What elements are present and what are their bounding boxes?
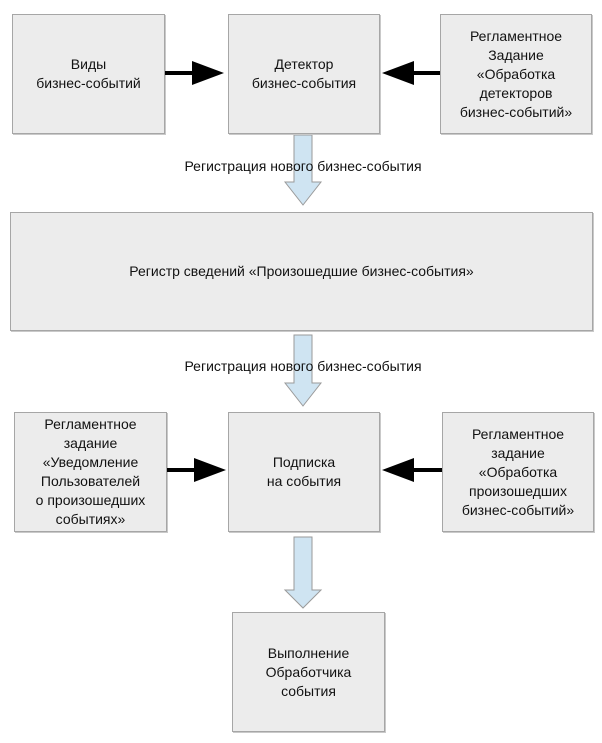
node-handler-text: Выполнение Обработчика события <box>265 644 352 699</box>
node-event-types-text: Виды бизнес-событий <box>36 56 141 91</box>
node-subscription-text: Подписка на события <box>266 454 342 489</box>
block-arrow-subscription-to-handler <box>283 536 323 609</box>
node-process-job-text: Регламентное задание «Обработка произоше… <box>461 425 575 518</box>
node-register: Регистр сведений «Произошедшие бизнес-со… <box>10 212 593 331</box>
arrow-event-types-to-detector <box>165 61 224 85</box>
node-process-job: Регламентное задание «Обработка произоше… <box>442 412 594 532</box>
node-event-types: Виды бизнес-событий <box>12 14 165 134</box>
edge-label-register-new-2: Регистрация нового бизнес-события <box>184 358 422 374</box>
edge-label-register-new-1: Регистрация нового бизнес-события <box>184 158 422 174</box>
node-detector-text: Детектор бизнес-события <box>251 56 357 91</box>
arrow-notify-job-to-subscription <box>167 458 226 482</box>
node-handler: Выполнение Обработчика события <box>232 612 385 732</box>
node-detector: Детектор бизнес-события <box>228 14 380 134</box>
node-notify-job: Регламентное задание «Уведомление Пользо… <box>14 412 167 532</box>
node-detector-job-text: Регламентное Задание «Обработка детектор… <box>459 27 573 120</box>
node-detector-job: Регламентное Задание «Обработка детектор… <box>440 14 592 134</box>
node-notify-job-text: Регламентное задание «Уведомление Пользо… <box>35 416 146 527</box>
node-register-text: Регистр сведений «Произошедшие бизнес-со… <box>129 263 474 279</box>
node-subscription: Подписка на события <box>228 412 380 532</box>
arrow-process-job-to-subscription <box>382 458 442 482</box>
arrow-detector-job-to-detector <box>382 61 440 85</box>
